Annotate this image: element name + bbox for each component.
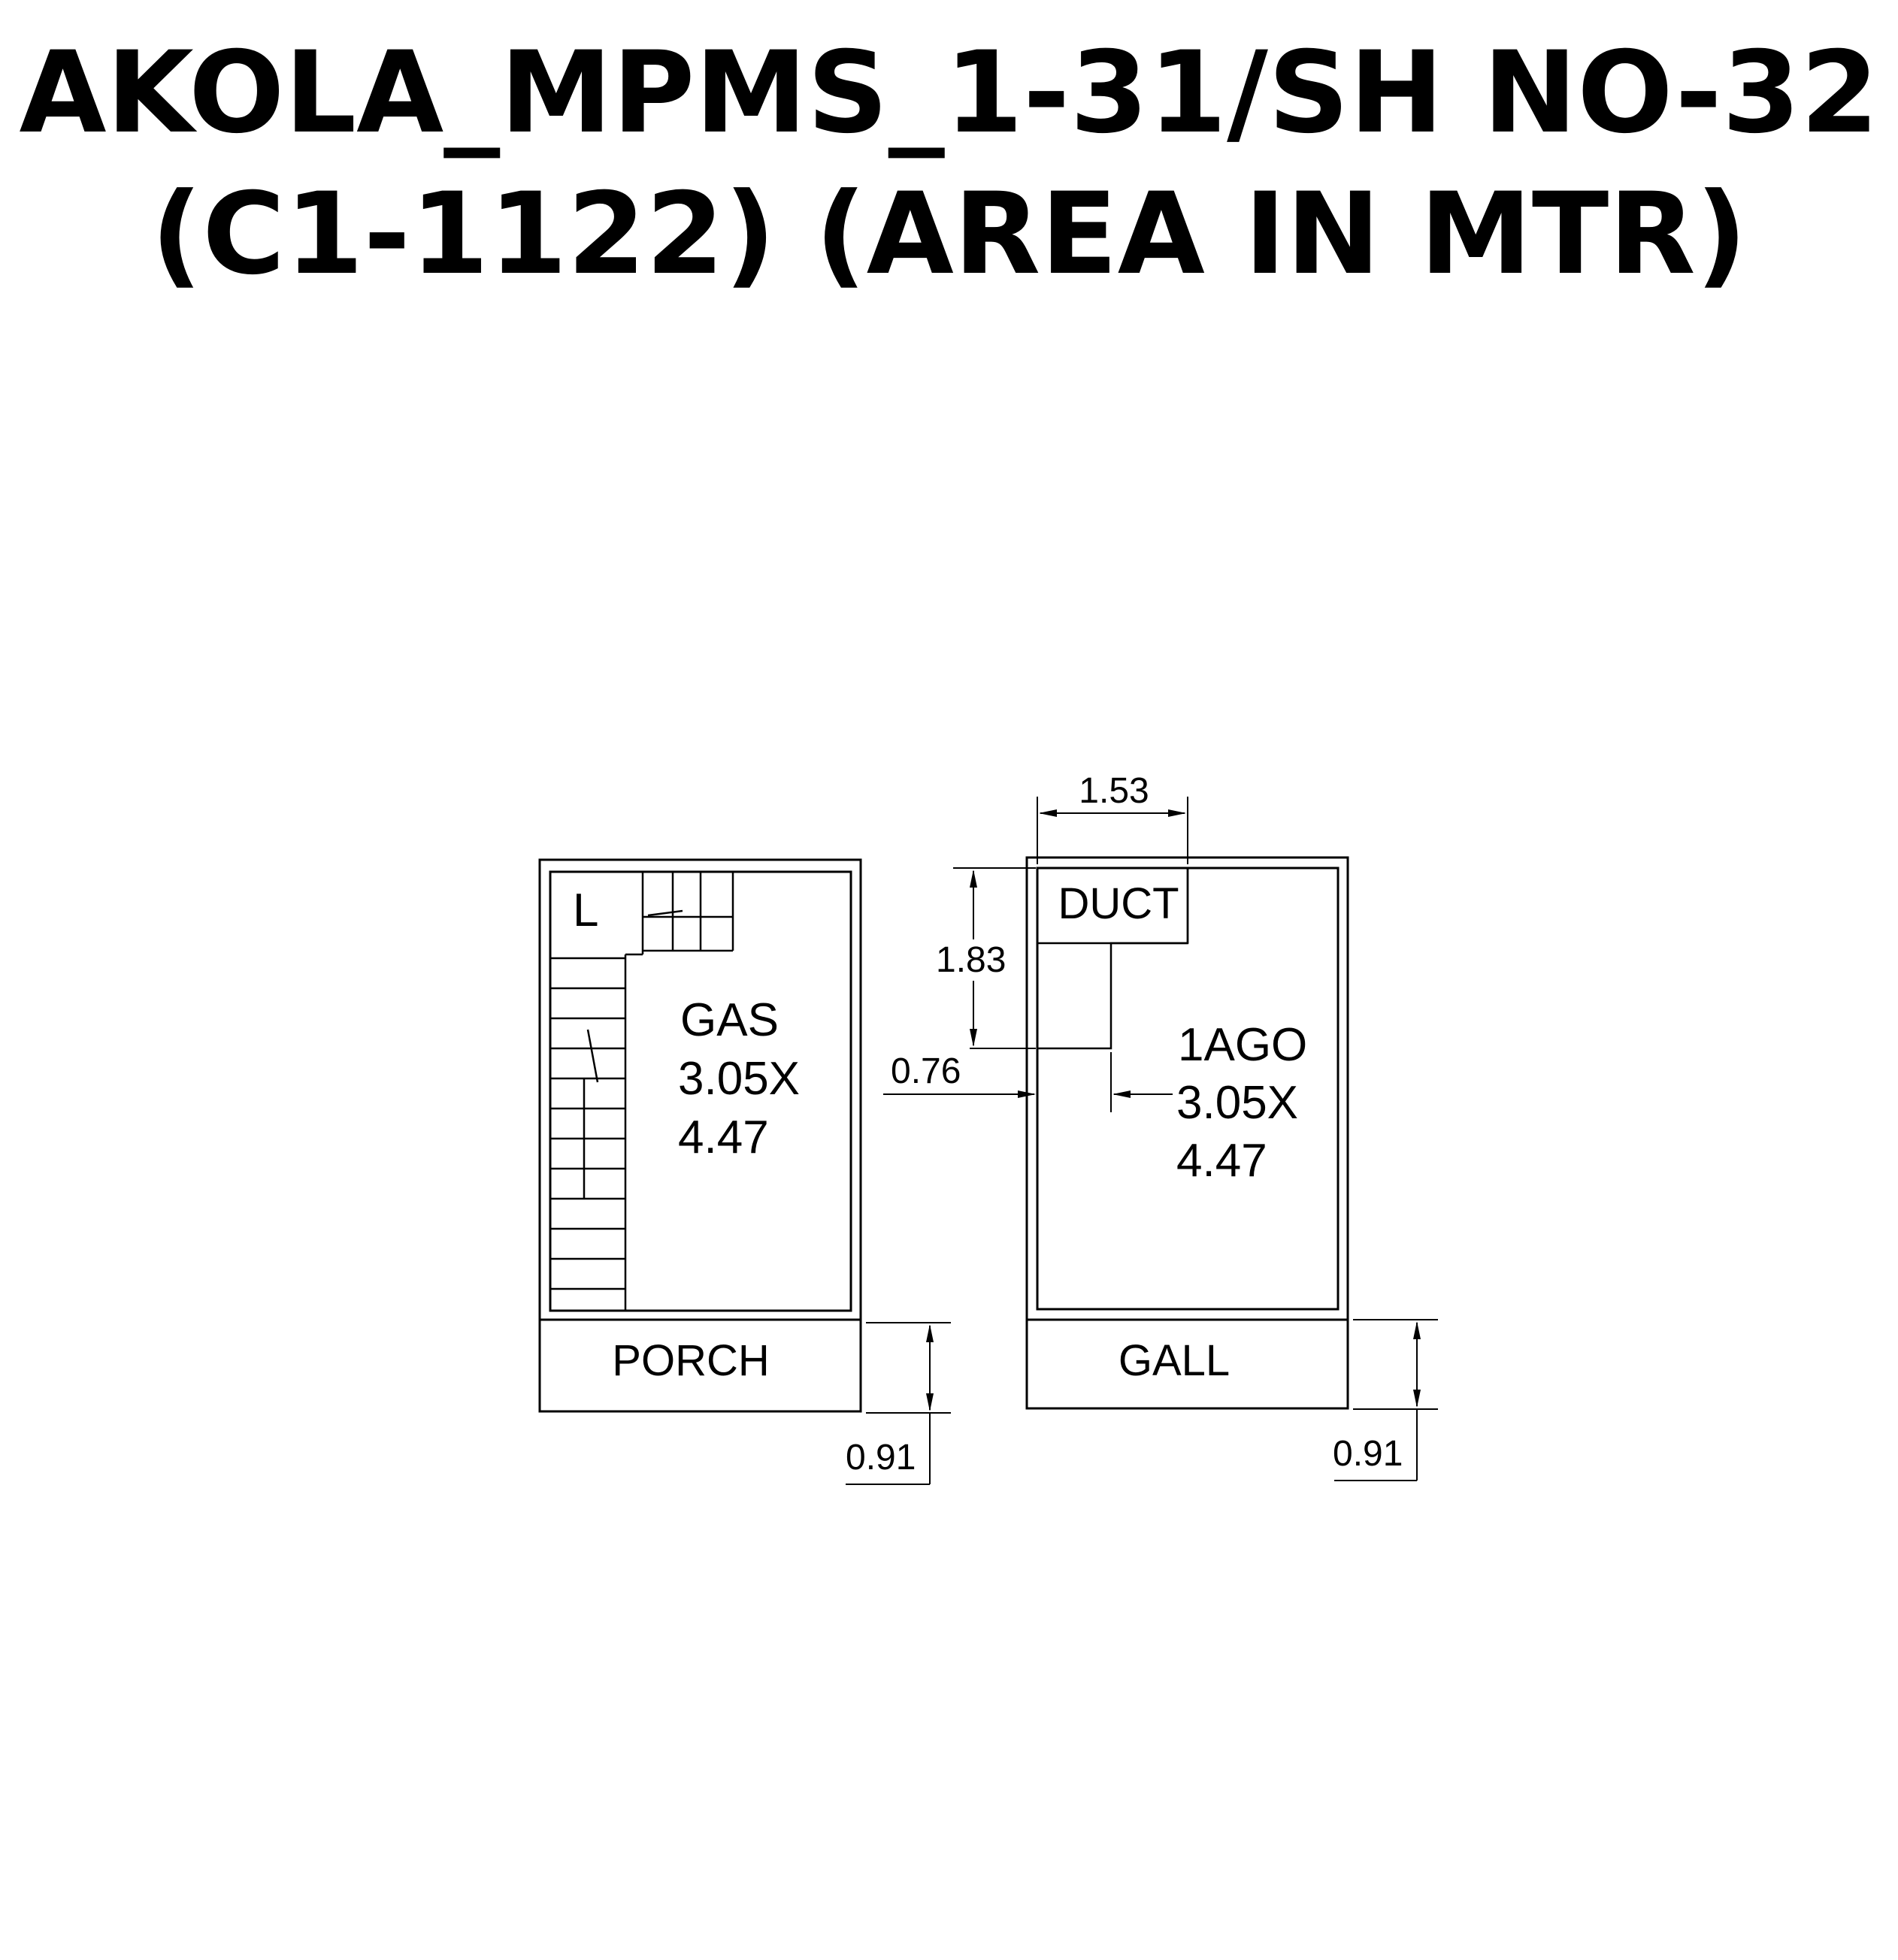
drawing-title: AKOLA_MPMS_1-31/SH NO-32 (C1-1122) (AREA… <box>0 23 1898 305</box>
title-line-1: AKOLA_MPMS_1-31/SH NO-32 <box>19 28 1879 159</box>
porch-depth-dimension <box>846 1322 951 1485</box>
right-unit <box>883 797 1438 1481</box>
porch-depth-label: 0.91 <box>846 1438 916 1478</box>
duct-width-dimension <box>1037 797 1188 864</box>
gall-depth-label: 0.91 <box>1333 1434 1403 1474</box>
left-unit <box>538 858 951 1485</box>
left-room-dim-2: 4.47 <box>678 1112 769 1163</box>
gall-label: GALL <box>1119 1336 1230 1385</box>
right-room-name: 1AGO <box>1178 1019 1307 1071</box>
porch-label: PORCH <box>612 1336 769 1385</box>
offset-dimension <box>883 1052 1173 1112</box>
duct-depth-dimension <box>953 867 1036 1049</box>
duct-width-label: 1.53 <box>1079 771 1149 811</box>
staircase <box>550 872 734 1311</box>
offset-label: 0.76 <box>891 1051 961 1091</box>
left-room-name: GAS <box>680 994 779 1046</box>
gall-depth-dimension <box>1334 1319 1438 1481</box>
shaft-outline <box>1037 942 1188 1050</box>
duct-depth-label: 1.83 <box>936 940 1006 980</box>
duct-label: DUCT <box>1058 879 1179 928</box>
left-room-dim-1: 3.05X <box>678 1053 800 1105</box>
title-line-2: (C1-1122) (AREA IN MTR) <box>150 169 1748 300</box>
right-room-dim-2: 4.47 <box>1176 1135 1267 1187</box>
right-room-dim-1: 3.05X <box>1176 1077 1298 1129</box>
lift-label: L <box>573 885 598 936</box>
porch <box>538 1318 862 1413</box>
gall <box>1025 1318 1349 1410</box>
